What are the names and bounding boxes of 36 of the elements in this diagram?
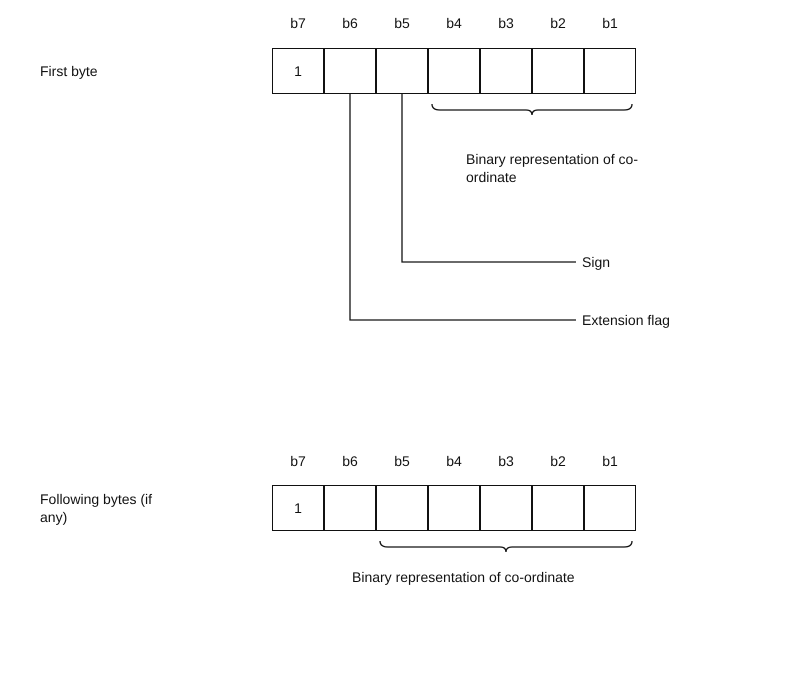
bit-label: b1 [601, 452, 619, 470]
bit-label: b5 [393, 452, 411, 470]
bit-cell [324, 485, 376, 531]
bit-cell: 1 [272, 485, 324, 531]
leader-line [401, 94, 576, 263]
bit-label: b2 [549, 452, 567, 470]
bit-label: b6 [341, 452, 359, 470]
bit-label: b4 [445, 452, 463, 470]
bit-label: b5 [393, 14, 411, 32]
bit-cell [532, 48, 584, 94]
bit-label: b1 [601, 14, 619, 32]
leader-label: Sign [582, 253, 622, 271]
bit-label: b7 [289, 14, 307, 32]
bit-cell [428, 485, 480, 531]
bit-label: b7 [289, 452, 307, 470]
row-label: Following bytes (if any) [40, 490, 154, 526]
bit-label: b2 [549, 14, 567, 32]
bit-label: b4 [445, 14, 463, 32]
bit-cell: 1 [272, 48, 324, 94]
leader-line [349, 94, 576, 321]
bit-cell [584, 48, 636, 94]
bit-cell [532, 485, 584, 531]
bracket-label: Binary representation of co-ordinate [352, 568, 575, 586]
bit-cell [324, 48, 376, 94]
bit-label: b3 [497, 452, 515, 470]
bit-cell [428, 48, 480, 94]
row-label: First byte [40, 62, 98, 80]
bit-label: b3 [497, 14, 515, 32]
bit-cell [480, 485, 532, 531]
bit-cell [376, 48, 428, 94]
bit-cell [376, 485, 428, 531]
bit-cell [584, 485, 636, 531]
leader-label: Extension flag [582, 311, 692, 329]
bit-label: b6 [341, 14, 359, 32]
bracket-label: Binary representation of co-ordinate [466, 150, 639, 186]
bit-cell [480, 48, 532, 94]
